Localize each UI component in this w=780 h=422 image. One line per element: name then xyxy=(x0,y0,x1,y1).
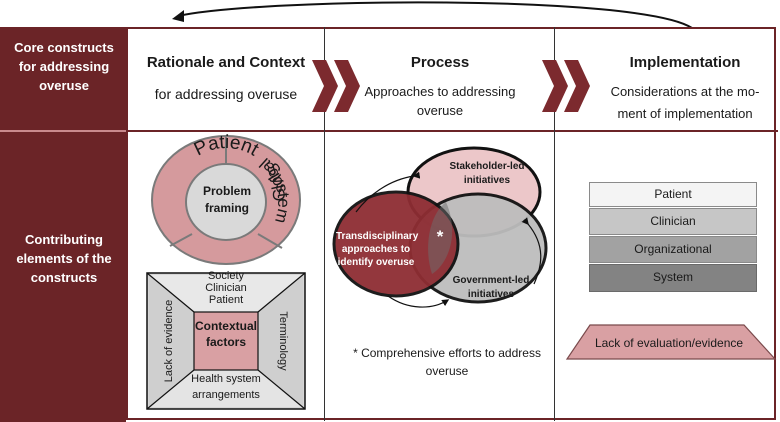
left-divider xyxy=(0,130,126,132)
health-system-arrangements-label: Health system arrangements xyxy=(191,373,261,401)
venn-center-asterisk: * xyxy=(437,227,444,246)
contributing-elements-label: Contributing elements of the constructs xyxy=(16,232,112,285)
level-organizational xyxy=(589,236,757,263)
level-clinician-label: Clinician xyxy=(650,214,696,228)
evidence-base-label: Lack of evaluation/evidence xyxy=(594,336,744,350)
implementation-subtitle: Considerations at the mo-ment of impleme… xyxy=(610,84,760,121)
process-footnote: * Comprehensive efforts to address overu… xyxy=(353,346,541,378)
header-row-divider xyxy=(126,130,778,132)
level-organizational-label: Organizational xyxy=(634,242,712,256)
column-divider-1 xyxy=(324,27,325,421)
frame-top-clinician: Clinician xyxy=(205,282,247,294)
core-constructs-label: Core constructs for addressing overuse xyxy=(14,40,114,93)
process-subtitle: Approaches to addressing overuse xyxy=(364,84,516,118)
left-sidebar xyxy=(0,27,126,422)
rationale-title: Rationale and Context xyxy=(146,54,306,71)
frame-left-label: Lack of evidence xyxy=(163,300,175,383)
level-patient xyxy=(589,182,757,207)
column-divider-2 xyxy=(554,27,555,421)
chevron-arrows-2 xyxy=(542,60,590,112)
level-system-label: System xyxy=(652,270,693,284)
table-frame xyxy=(126,27,776,420)
level-clinician xyxy=(589,208,757,235)
government-led-label: Government-led initiatives xyxy=(452,275,530,300)
frame-right-label: Terminology xyxy=(277,311,289,371)
transdisciplinary-label: Transdisciplinary approaches to identify… xyxy=(336,231,419,268)
stakeholder-led-label: Stakeholder-led initiatives xyxy=(449,161,525,186)
process-title: Process xyxy=(410,54,470,71)
implementation-title: Implementation xyxy=(629,54,741,71)
level-patient-label: Patient xyxy=(654,187,692,201)
contextual-factors-frame: Lack of evidence Terminology xyxy=(146,272,306,410)
problem-framing-label: Problem framing xyxy=(202,184,251,215)
rationale-subtitle: for addressing overuse xyxy=(154,86,298,102)
problem-framing-ring: Patient System Global xyxy=(151,134,301,265)
frame-top-patient: Patient xyxy=(208,294,244,306)
contextual-factors-label: Contextual factors xyxy=(194,319,257,349)
chevron-arrows-1 xyxy=(312,60,360,112)
process-venn-diagram: * xyxy=(332,146,548,308)
evidence-base-trapezoid xyxy=(565,324,777,360)
feedback-arrow xyxy=(172,1,693,29)
frame-top-society: Society xyxy=(207,270,245,282)
level-system xyxy=(589,264,757,292)
